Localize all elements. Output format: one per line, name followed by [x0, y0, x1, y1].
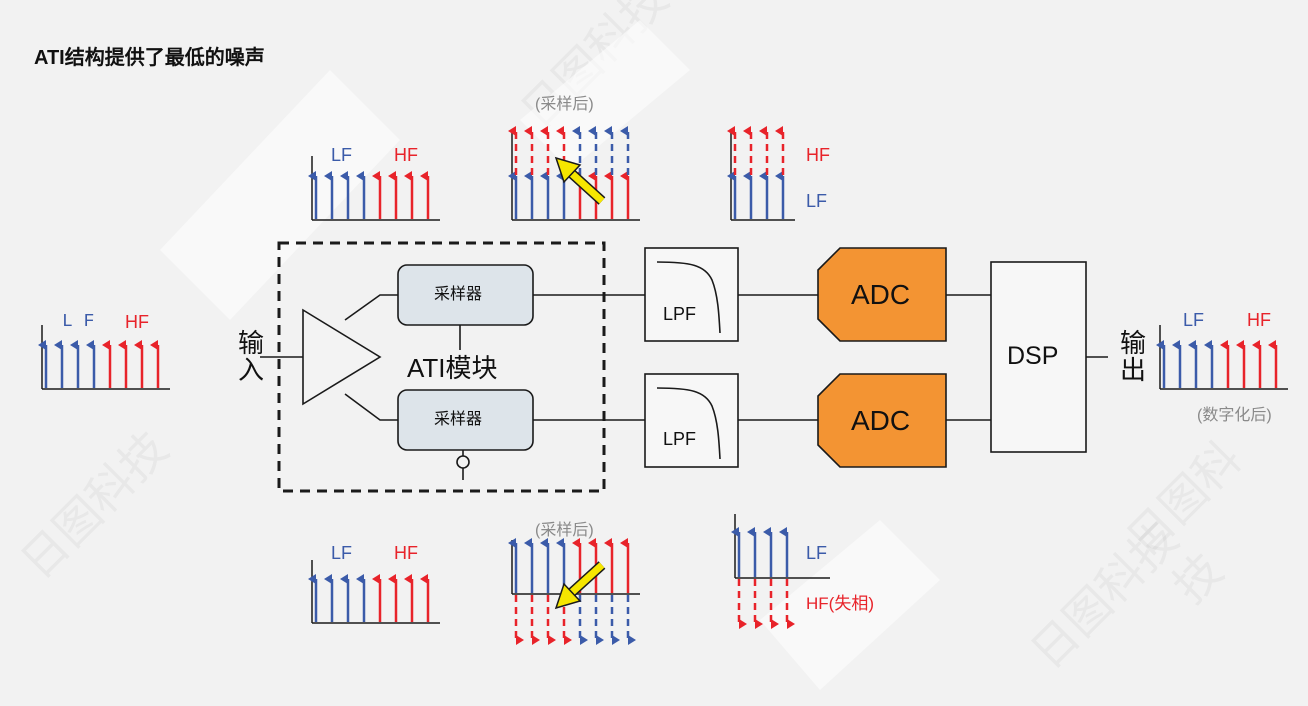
output-digitized-note: (数字化后) — [1197, 407, 1272, 424]
output-hf-label: HF — [1247, 310, 1271, 330]
ati-module-label: ATI模块 — [407, 353, 498, 383]
lpf-top-label: LPF — [663, 304, 697, 324]
pointer-arrow-bottom — [554, 561, 606, 610]
input-label: 输入 — [237, 328, 264, 386]
clock-inverter — [456, 455, 470, 469]
sampler-top-label: 采样器 — [434, 286, 483, 303]
top-sampled-note: (采样后) — [535, 96, 594, 113]
output-label: 输出 — [1119, 328, 1146, 386]
output-lf-label: LF — [1183, 310, 1205, 330]
lpf-top-curve — [656, 261, 721, 334]
lpf-bottom-label: LPF — [663, 429, 697, 449]
ati-module-boundary — [277, 241, 606, 493]
page-title: ATI结构提供了最低的噪声 — [34, 47, 265, 69]
adc-top-label: ADC — [851, 279, 911, 310]
sampler-bottom — [397, 389, 534, 451]
adc-bottom — [817, 373, 947, 468]
dsp-label: DSP — [1007, 342, 1059, 370]
spectra-group — [38, 126, 1288, 645]
top-pre-hf-label: HF — [394, 145, 418, 165]
watermark-logo — [160, 20, 940, 690]
amplifier — [302, 308, 382, 406]
bottom-pre-hf-label: HF — [394, 543, 418, 563]
sampler-top — [397, 264, 534, 326]
top-filtered-lf-label: LF — [806, 191, 828, 211]
input-lf-label: L F — [62, 312, 95, 332]
bottom-filtered-lf-label: LF — [806, 543, 828, 563]
sampler-bottom-label: 采样器 — [434, 411, 483, 428]
lpf-top — [644, 247, 739, 342]
dsp-block — [990, 261, 1087, 453]
lpf-bottom — [644, 373, 739, 468]
adc-top — [817, 247, 947, 342]
lpf-bottom-curve — [656, 387, 721, 460]
bottom-filtered-hf-label: HF(失相) — [806, 594, 874, 613]
bottom-sampled-note: (采样后) — [535, 522, 594, 539]
top-pre-lf-label: LF — [331, 145, 353, 165]
adc-bottom-label: ADC — [851, 405, 911, 436]
top-filtered-hf-label: HF — [806, 145, 830, 165]
input-hf-label: HF — [125, 312, 149, 332]
bottom-pre-lf-label: LF — [331, 543, 353, 563]
signal-wires — [260, 294, 1108, 480]
pointer-arrow-top — [554, 156, 606, 205]
